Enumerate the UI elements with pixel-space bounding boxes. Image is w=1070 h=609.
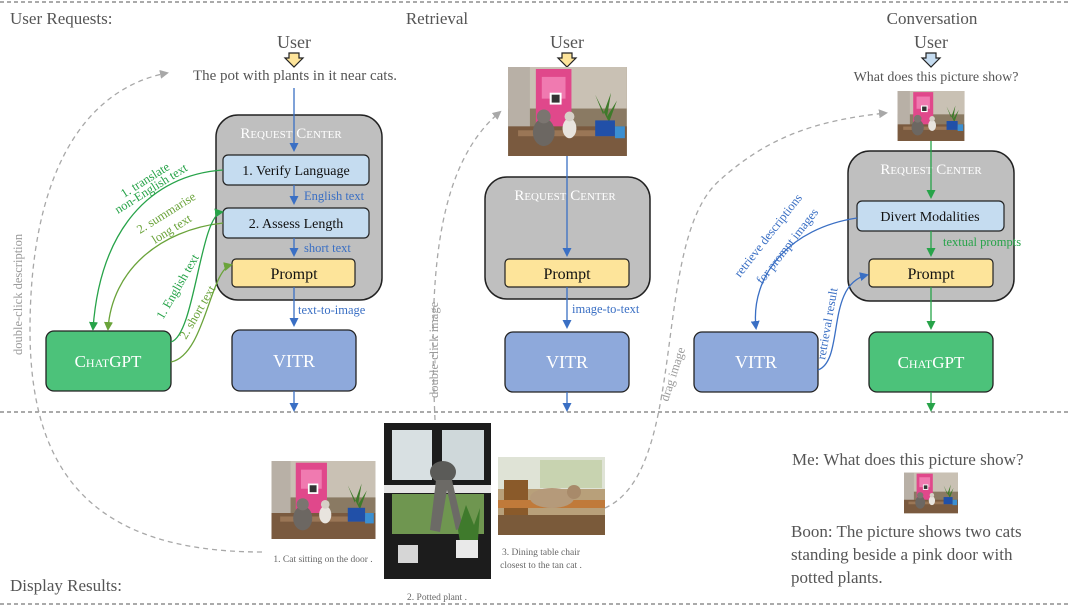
vitr-box-right bbox=[693, 331, 819, 393]
divert-modalities-label: Divert Modalities bbox=[880, 210, 979, 225]
drag-image-label: drag image bbox=[658, 345, 689, 403]
user-label-right: User bbox=[914, 32, 948, 52]
double-click-description-label: double-click description bbox=[11, 233, 25, 355]
text-to-image-label: text-to-image bbox=[298, 303, 366, 317]
prompt-label-left: Prompt bbox=[270, 266, 318, 283]
down-arrow-icon bbox=[556, 52, 578, 68]
vitr-label-left: VITR bbox=[273, 351, 315, 371]
vitr-label-right: VITR bbox=[735, 352, 777, 372]
chat-reply-line2: standing beside a pink door with bbox=[791, 545, 1013, 564]
chat-reply-line3: potted plants. bbox=[791, 568, 883, 587]
down-arrow-icon bbox=[920, 52, 942, 68]
section-title-retrieval: Retrieval bbox=[406, 9, 469, 28]
chat-reply-line1: Boon: The picture shows two cats bbox=[791, 522, 1022, 541]
chatgpt-label-left: ChatGPT bbox=[75, 352, 142, 371]
image-to-text-label: image-to-text bbox=[572, 302, 640, 316]
down-arrow-icon bbox=[283, 52, 305, 68]
result-image-2[interactable] bbox=[384, 423, 491, 579]
section-title-user-requests: User Requests: bbox=[10, 9, 112, 28]
request-center-title-middle: Request Center bbox=[514, 188, 616, 204]
short-text-label: short text bbox=[304, 241, 351, 255]
result-image-3[interactable] bbox=[498, 457, 605, 535]
textual-prompts-label: textual prompts bbox=[943, 235, 1021, 249]
chatgpt-box-left bbox=[45, 330, 172, 392]
prompt-label-right: Prompt bbox=[907, 266, 955, 283]
chat-user-image[interactable] bbox=[904, 473, 958, 514]
chatgpt-label-right: ChatGPT bbox=[898, 353, 965, 372]
result-caption-3-line1: 3. Dining table chair bbox=[502, 548, 581, 558]
assess-length-label: 2. Assess Length bbox=[249, 217, 344, 232]
result-caption-1: 1. Cat sitting on the door . bbox=[273, 555, 372, 565]
double-click-image-label: double-click image bbox=[427, 301, 441, 398]
section-title-display-results: Display Results: bbox=[10, 576, 122, 595]
vitr-label-middle: VITR bbox=[546, 352, 588, 372]
conversation-query-image[interactable] bbox=[898, 91, 965, 141]
section-title-conversation: Conversation bbox=[887, 9, 978, 28]
conversation-question[interactable]: What does this picture show? bbox=[854, 70, 1019, 85]
english-text-label: English text bbox=[304, 189, 365, 203]
prompt-label-middle: Prompt bbox=[543, 266, 591, 283]
result-image-1[interactable] bbox=[272, 461, 376, 539]
user-label-left: User bbox=[277, 32, 311, 52]
text-query[interactable]: The pot with plants in it near cats. bbox=[193, 68, 397, 84]
verify-language-label: 1. Verify Language bbox=[242, 164, 349, 179]
user-label-middle: User bbox=[550, 32, 584, 52]
query-image-retrieval[interactable] bbox=[508, 67, 627, 156]
chat-user-message: Me: What does this picture show? bbox=[792, 450, 1024, 469]
request-center-title-left: Request Center bbox=[240, 126, 342, 142]
result-caption-3-line2: closest to the tan cat . bbox=[500, 561, 582, 571]
result-caption-2: 2. Potted plant . bbox=[407, 593, 467, 603]
